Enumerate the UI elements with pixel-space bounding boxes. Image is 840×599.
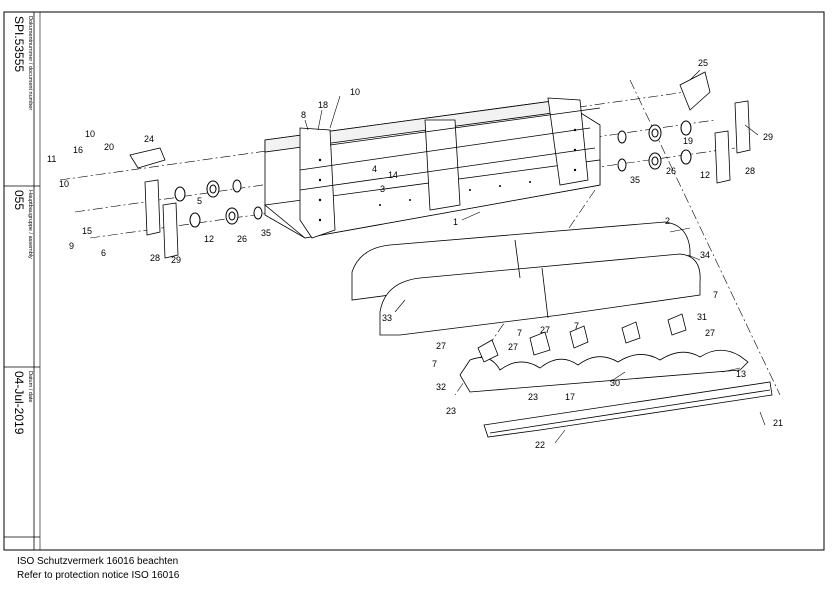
callout-label: 25 — [698, 58, 708, 68]
callout-label: 19 — [683, 136, 693, 146]
callout-label: 26 — [237, 234, 247, 244]
document-number: SPI.53555 — [12, 16, 26, 73]
assembly-label: Hauptbaugruppe / assembly — [27, 190, 33, 259]
callout-label: 20 — [104, 142, 114, 152]
cover-shells — [351, 221, 701, 336]
assembly-number: 055 — [12, 190, 26, 211]
drawing-frame — [3, 11, 825, 551]
frame-holes — [318, 128, 577, 222]
callout-label: 4 — [372, 164, 377, 174]
protection-notice-en: Refer to protection notice ISO 16016 — [17, 570, 180, 581]
callout-label: 10 — [85, 129, 95, 139]
callout-label: 27 — [508, 342, 518, 352]
callout-label: 27 — [540, 325, 550, 335]
callout-label: 35 — [261, 228, 271, 238]
callout-label: 33 — [382, 313, 392, 323]
callout-label: 24 — [144, 134, 154, 144]
callout-label: 26 — [666, 166, 676, 176]
callout-label: 2 — [665, 216, 670, 226]
document-number-label: Dokumentnummer / document number — [27, 16, 33, 111]
callout-label: 13 — [736, 369, 746, 379]
callout-label: 7 — [713, 290, 718, 300]
bearing-plates — [144, 100, 751, 259]
callout-label: 35 — [630, 175, 640, 185]
leader-lines — [304, 69, 766, 444]
callout-label: 27 — [436, 341, 446, 351]
callout-label: 17 — [565, 392, 575, 402]
callout-label: 18 — [318, 100, 328, 110]
callout-label: 15 — [82, 226, 92, 236]
bearings-and-seals — [174, 120, 692, 228]
callout-label: 32 — [436, 382, 446, 392]
callout-label: 23 — [446, 406, 456, 416]
date-value: 04-Jul-2019 — [12, 371, 26, 435]
bracket-24 — [129, 147, 166, 169]
callout-label: 29 — [171, 255, 181, 265]
callout-label: 11 — [47, 154, 56, 164]
callout-label: 9 — [69, 241, 74, 251]
callout-label: 31 — [697, 312, 707, 322]
callout-label: 28 — [745, 166, 755, 176]
callout-label: 29 — [763, 132, 773, 142]
callout-label: 10 — [59, 179, 69, 189]
callout-label: 7 — [574, 321, 579, 331]
callout-label: 10 — [350, 87, 360, 97]
callout-label: 16 — [73, 145, 83, 155]
mounting-brackets — [477, 313, 687, 363]
callout-label: 34 — [700, 250, 710, 260]
callout-label: 8 — [301, 110, 306, 120]
callout-label: 7 — [432, 359, 437, 369]
auger-assembly — [459, 349, 749, 393]
callout-label: 21 — [773, 418, 783, 428]
main-frame-assembly — [264, 97, 601, 239]
bracket-25 — [679, 71, 711, 111]
scraper-rail — [483, 381, 773, 438]
callout-label: 12 — [700, 170, 710, 180]
callout-label: 23 — [528, 392, 538, 402]
callout-label: 14 — [388, 170, 398, 180]
callout-label: 3 — [380, 184, 385, 194]
callout-label: 27 — [705, 328, 715, 338]
callout-label: 6 — [101, 248, 106, 258]
protection-notice-de: ISO Schutzvermerk 16016 beachten — [17, 556, 179, 567]
callout-label: 5 — [197, 196, 202, 206]
callout-label: 28 — [150, 253, 160, 263]
callout-numbers: 25 10 18 8 29 10 16 20 24 11 10 19 28 12… — [47, 58, 783, 450]
callout-label: 7 — [517, 328, 522, 338]
callout-label: 30 — [610, 378, 620, 388]
date-label: Datum / date — [27, 371, 33, 403]
callout-label: 1 — [453, 217, 458, 227]
callout-label: 12 — [204, 234, 214, 244]
callout-label: 22 — [535, 440, 545, 450]
